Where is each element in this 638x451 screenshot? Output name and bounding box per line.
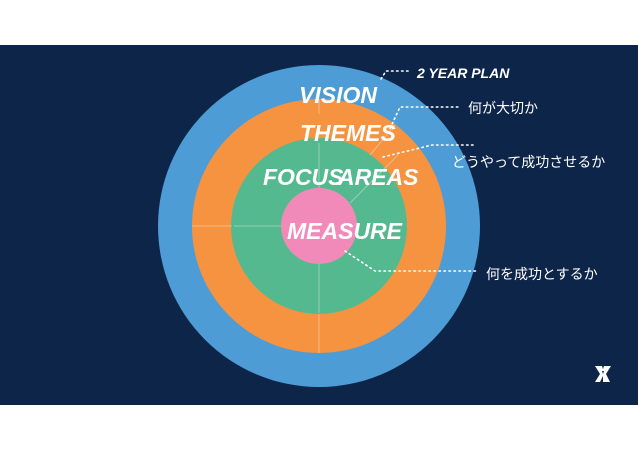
themes-leader	[387, 106, 461, 134]
themes-note: 何が大切か	[468, 101, 538, 117]
target-diagram: VISION THEMES FOCUS AREAS MEASURE 2 YEAR…	[0, 45, 638, 405]
measure-core	[281, 188, 357, 264]
focus-leader	[382, 144, 475, 158]
areas-label: AREAS	[337, 164, 419, 190]
vision-leader	[380, 70, 411, 80]
measure-note: 何を成功とするか	[486, 267, 598, 283]
segment-line	[369, 124, 396, 156]
segment-line	[349, 154, 399, 204]
slide: VISION THEMES FOCUS AREAS MEASURE 2 YEAR…	[0, 45, 638, 405]
vision-label: VISION	[299, 82, 377, 108]
vision-note: 2 YEAR PLAN	[416, 65, 510, 81]
measure-leader	[344, 250, 479, 272]
focus-label: FOCUS	[263, 164, 344, 190]
atlassian-logo-icon	[595, 366, 611, 382]
focus-note: どうやって成功させるか	[452, 155, 605, 171]
themes-label: THEMES	[300, 120, 397, 146]
measure-label: MEASURE	[287, 218, 403, 244]
